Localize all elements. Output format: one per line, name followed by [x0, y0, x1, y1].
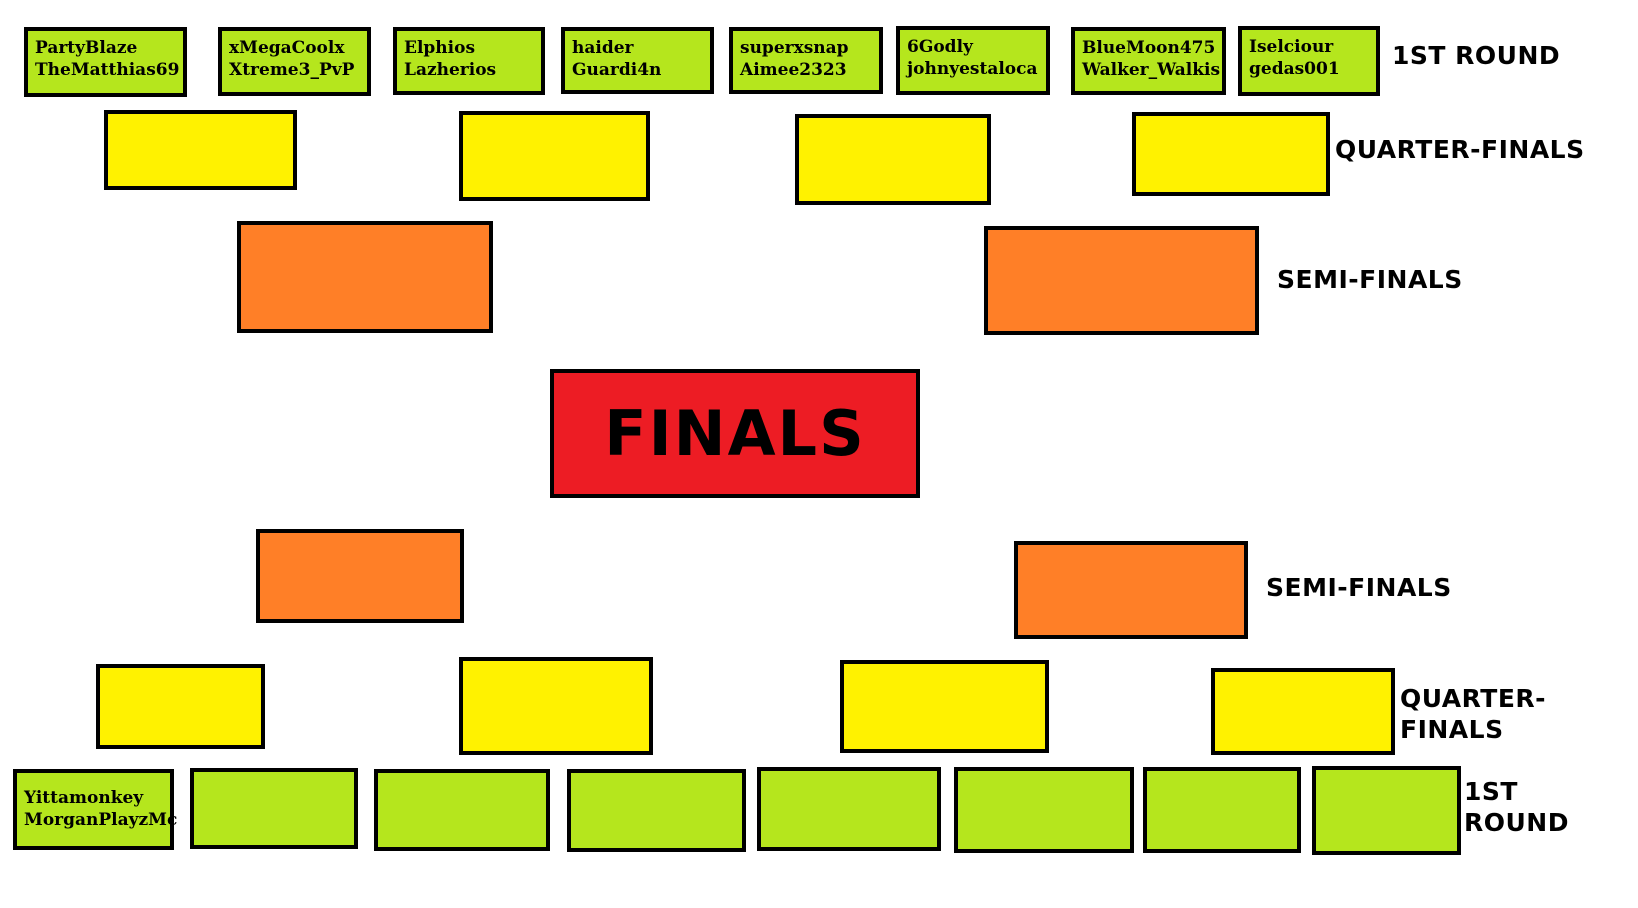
bottom-quarter-label-line-2: FINALS — [1400, 715, 1504, 744]
player-2: johnyestaloca — [907, 59, 1038, 79]
top-quarter-match-2 — [459, 111, 650, 201]
player-1: Yittamonkey — [24, 788, 144, 808]
top-semi-match-1 — [237, 221, 493, 333]
player-1: superxsnap — [740, 38, 849, 58]
top-round1-label: 1ST ROUND — [1392, 41, 1561, 70]
top-quarter-match-1 — [104, 110, 297, 190]
bottom-semi-match-2 — [1014, 541, 1248, 639]
player-2: gedas001 — [1249, 59, 1340, 79]
bottom-round1-match-6 — [954, 767, 1134, 853]
player-1: PartyBlaze — [35, 38, 138, 58]
player-2: Lazherios — [404, 60, 497, 80]
bottom-round1-label-line-2: ROUND — [1464, 808, 1569, 837]
player-1: Iselciour — [1249, 37, 1334, 57]
bottom-round1-label-line-1: 1ST — [1464, 777, 1518, 806]
bottom-round1-match-7 — [1143, 767, 1301, 853]
player-2: Xtreme3_PvP — [229, 60, 355, 80]
player-2: MorganPlayzMc — [24, 810, 178, 830]
bottom-round1-match-3 — [374, 769, 550, 851]
top-semi-match-2 — [984, 226, 1259, 335]
bottom-quarter-label-line-1: QUARTER- — [1400, 684, 1547, 713]
bottom-quarter-match-3 — [840, 660, 1049, 753]
player-2: Walker_Walkis — [1082, 60, 1221, 80]
player-2: TheMatthias69 — [35, 60, 180, 80]
player-1: 6Godly — [907, 37, 973, 57]
bottom-quarter-label: QUARTER-FINALS — [1400, 683, 1546, 745]
bottom-round1-match-8 — [1312, 766, 1461, 855]
player-1: Elphios — [404, 38, 476, 58]
finals-label: FINALS — [604, 397, 866, 470]
player-2: Guardi4n — [572, 60, 662, 80]
player-1: haider — [572, 38, 634, 58]
bottom-semi-match-1 — [256, 529, 464, 623]
player-1: xMegaCoolx — [229, 38, 345, 58]
bottom-quarter-match-2 — [459, 657, 653, 755]
bottom-round1-match-2 — [190, 768, 358, 849]
top-quarter-match-4 — [1132, 112, 1330, 196]
player-1: BlueMoon475 — [1082, 38, 1216, 58]
player-2: Aimee2323 — [740, 60, 847, 80]
top-quarter-label: QUARTER-FINALS — [1335, 135, 1585, 164]
top-quarter-match-3 — [795, 114, 991, 205]
bottom-semi-label: SEMI-FINALS — [1266, 573, 1452, 602]
bottom-round1-match-4 — [567, 769, 746, 852]
bottom-quarter-match-4 — [1211, 668, 1395, 755]
top-semi-label: SEMI-FINALS — [1277, 265, 1463, 294]
finals-box: FINALS — [550, 369, 920, 498]
bottom-quarter-match-1 — [96, 664, 265, 749]
bottom-round1-match-5 — [757, 767, 941, 851]
